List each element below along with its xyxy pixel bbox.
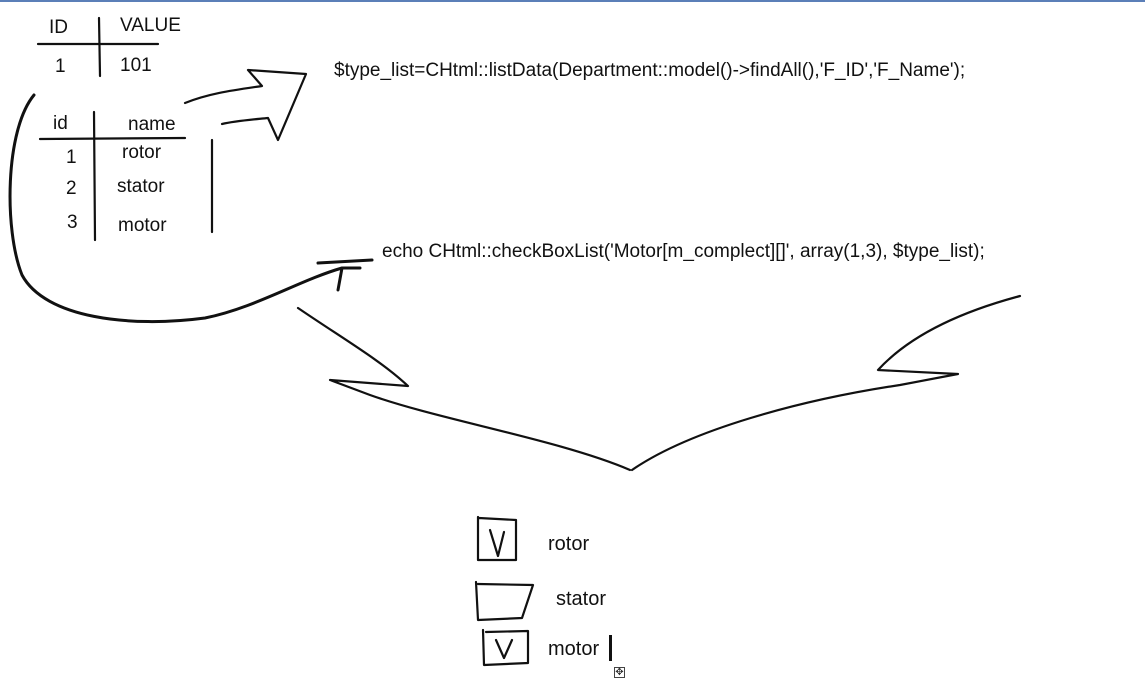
checkbox-stator-label[interactable]: stator xyxy=(556,588,607,610)
table1-header-value: VALUE xyxy=(120,15,181,36)
table2-row2-id: 2 xyxy=(66,178,77,199)
move-handle-icon[interactable]: ✥ xyxy=(614,667,625,678)
table2-header-name: name xyxy=(128,114,176,135)
text-cursor xyxy=(609,635,612,661)
code-listdata-line: $type_list=CHtml::listData(Department::m… xyxy=(334,60,966,81)
table1-cell-value: 101 xyxy=(120,55,152,76)
checkbox-rotor-box xyxy=(476,515,518,562)
table1-column-divider xyxy=(97,16,102,78)
table2-row3-id: 3 xyxy=(67,212,78,233)
top-rule xyxy=(0,0,1145,2)
converge-arrow-left xyxy=(296,306,632,472)
checkbox-motor-label[interactable]: motor xyxy=(548,638,600,660)
table1-cell-id: 1 xyxy=(55,56,66,77)
table2-header-line xyxy=(38,136,187,141)
checkbox-rotor-label[interactable]: rotor xyxy=(548,533,590,555)
table2-header-id: id xyxy=(53,113,68,134)
checkbox-stator-box xyxy=(474,580,535,622)
table2-row1-id: 1 xyxy=(66,147,77,168)
table2-row2-name: stator xyxy=(117,176,165,197)
checkbox-motor-box xyxy=(481,628,530,667)
table2-row3-name: motor xyxy=(118,215,167,236)
checkbox-motor-tick xyxy=(494,638,514,660)
code-checkboxlist-line: echo CHtml::checkBoxList('Motor[m_comple… xyxy=(382,241,985,262)
loop-arrow-to-checkboxlist xyxy=(8,93,374,323)
table1-header-id: ID xyxy=(49,17,68,38)
table2-column-divider xyxy=(92,110,97,242)
arrow-to-listdata xyxy=(183,68,308,142)
converge-arrow-right xyxy=(630,294,1022,472)
checkbox-rotor-tick xyxy=(488,528,506,558)
table2-row1-name: rotor xyxy=(122,142,162,163)
